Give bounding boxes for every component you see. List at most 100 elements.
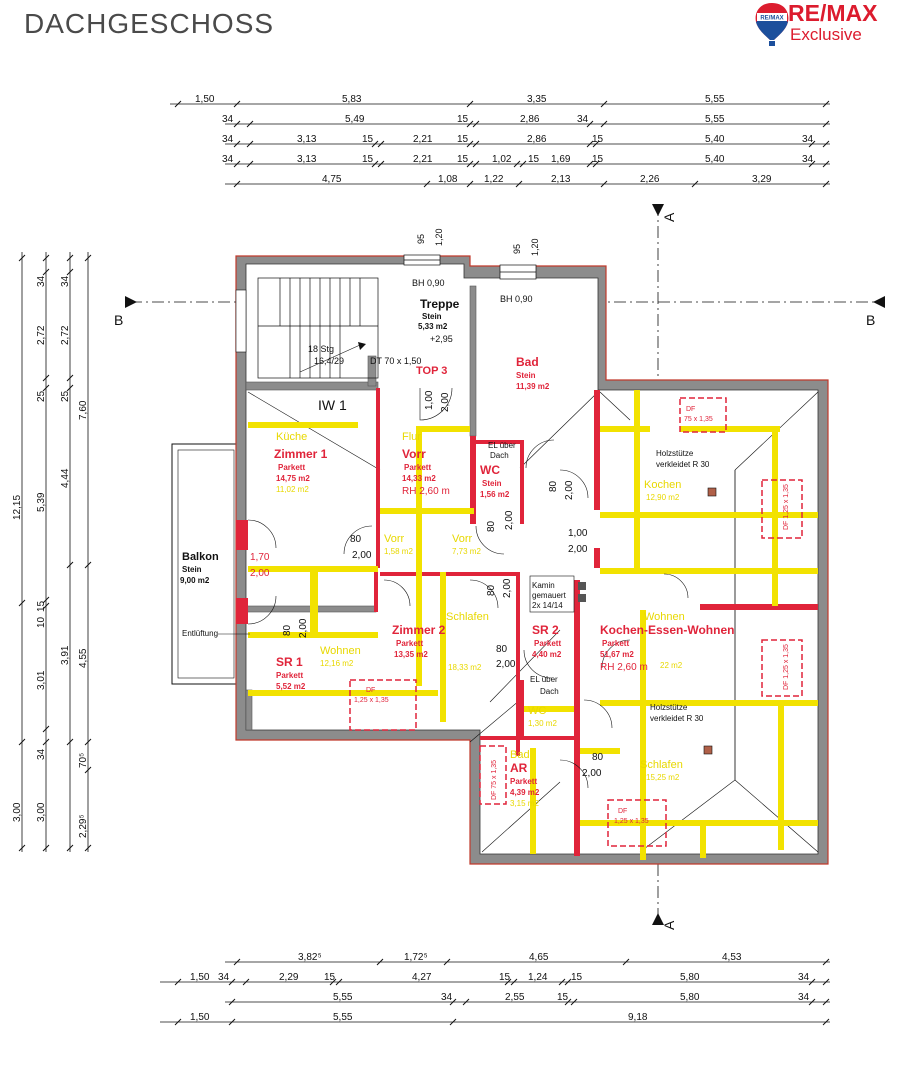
door-dim: 1,00 bbox=[568, 528, 588, 539]
dim-label: 15 bbox=[457, 114, 469, 125]
post-label: verkleidet R 30 bbox=[656, 460, 710, 469]
post-icon bbox=[703, 745, 713, 755]
dim-label: 2,86 bbox=[520, 114, 540, 125]
room-name-old: Vorr bbox=[452, 533, 473, 545]
stair-ratio: 16,4/29 bbox=[314, 356, 344, 366]
dim-label: 95 bbox=[512, 244, 522, 254]
dim-label: 1,08 bbox=[438, 174, 458, 185]
door-dim: 2,00 bbox=[440, 392, 451, 412]
dim-label: 3,01 bbox=[36, 670, 47, 690]
room-name-wc: WC bbox=[480, 463, 500, 477]
room-name-old: Küche bbox=[276, 431, 307, 443]
dim-label: 5,80 bbox=[680, 992, 700, 1003]
room-area: 4,40 m2 bbox=[532, 650, 562, 659]
dim-label: 5,40 bbox=[705, 134, 725, 145]
dim-label: 1,69 bbox=[551, 154, 571, 165]
door-dim: 80 bbox=[350, 534, 362, 545]
dim-label: 3,13 bbox=[297, 134, 317, 145]
section-marker-b-left: B bbox=[114, 312, 123, 328]
room-area: 9,00 m2 bbox=[180, 576, 210, 585]
kamin-label: gemauert bbox=[532, 591, 567, 600]
balcony bbox=[171, 443, 237, 685]
el-label: EL über bbox=[488, 441, 516, 450]
dim-label: 2,21 bbox=[413, 134, 433, 145]
remax-brand: RE/MAX bbox=[788, 0, 878, 26]
dim-label: 1,20 bbox=[434, 228, 444, 246]
el-label: Dach bbox=[540, 687, 559, 696]
dim-label: 15 bbox=[499, 972, 511, 983]
room-name-sr2: SR 2 bbox=[532, 623, 559, 637]
post-label: Holzstütze bbox=[656, 449, 694, 458]
room-area: 4,39 m2 bbox=[510, 788, 540, 797]
df-label: 1,25 x 1,35 bbox=[354, 697, 389, 704]
dim-label: 2,72 bbox=[60, 325, 71, 345]
dim-label: 3,13 bbox=[297, 154, 317, 165]
room-name-zimmer1: Zimmer 1 bbox=[274, 447, 328, 461]
dim-label: 34 bbox=[60, 275, 71, 287]
room-area-old: 1,58 m2 bbox=[384, 547, 413, 556]
room-name-old: WC bbox=[528, 705, 546, 717]
dim-label: 1,24 bbox=[528, 972, 548, 983]
remax-tagline: Exclusive bbox=[790, 25, 862, 44]
section-a-bottom-arrow-icon bbox=[652, 913, 664, 925]
dim-label: 5,83 bbox=[342, 94, 362, 105]
unit-label: TOP 3 bbox=[416, 365, 447, 377]
room-height: RH 2,60 m bbox=[402, 486, 450, 497]
df-label: 1,25 x 1,35 bbox=[614, 818, 649, 825]
dim-label: 2,29⁵ bbox=[78, 814, 89, 838]
room-name-old: Flur bbox=[402, 431, 421, 443]
dim-label: 1,50 bbox=[190, 972, 210, 983]
top-dimension-lines: 1,50 5,83 3,35 5,55 34 5,49 15 2,86 34 5… bbox=[170, 94, 830, 188]
dim-label: 34 bbox=[222, 134, 234, 145]
dim-label: 2,55 bbox=[505, 992, 525, 1003]
df-label: DF 1,25 x 1,35 bbox=[783, 484, 790, 530]
room-floor: Parkett bbox=[510, 777, 537, 786]
dim-label: 3,00 bbox=[12, 802, 23, 822]
room-area: 5,33 m2 bbox=[418, 322, 448, 331]
dim-label: 15 bbox=[362, 154, 374, 165]
room-name-old: Bad bbox=[510, 749, 530, 761]
dim-label: 4,44 bbox=[60, 468, 71, 488]
dim-label: 15 bbox=[457, 134, 469, 145]
room-area-old: 18,33 m2 bbox=[448, 663, 482, 672]
room-name-balkon: Balkon bbox=[182, 551, 219, 563]
door-dim: 2,00 bbox=[568, 544, 588, 555]
dim-label: 5,55 bbox=[333, 1012, 353, 1023]
vent-label: Entlüftung bbox=[182, 629, 218, 638]
page-title: DACHGESCHOSS bbox=[24, 8, 275, 39]
room-name-kew: Kochen-Essen-Wohnen bbox=[600, 623, 734, 637]
remax-logo: RE/MAX RE/MAX Exclusive bbox=[752, 0, 902, 48]
room-name-old: Schlafen bbox=[640, 759, 683, 771]
room-name-ar: AR bbox=[510, 761, 528, 775]
stair-window bbox=[235, 289, 247, 353]
staircase bbox=[257, 277, 379, 379]
dim-label: 15 bbox=[36, 600, 47, 612]
room-floor: Stein bbox=[516, 371, 536, 380]
room-name-old: Wohnen bbox=[320, 645, 361, 657]
room-name-bad: Bad bbox=[516, 355, 539, 369]
door-dim: 80 bbox=[282, 624, 293, 636]
dim-label: 2,21 bbox=[413, 154, 433, 165]
dim-label: 34 bbox=[802, 154, 814, 165]
stair-count: 18 Stg bbox=[308, 344, 334, 354]
room-area: 14,33 m2 bbox=[402, 474, 436, 483]
door-dim: 80 bbox=[548, 480, 559, 492]
dim-label: 3,82⁵ bbox=[298, 952, 322, 963]
dim-label: 9,18 bbox=[628, 1012, 648, 1023]
dim-label: 7,60 bbox=[78, 400, 89, 420]
dim-label: 1,50 bbox=[195, 94, 215, 105]
dim-label: 15 bbox=[592, 134, 604, 145]
dim-label: 95 bbox=[416, 234, 426, 244]
dim-label: 2,72 bbox=[36, 325, 47, 345]
room-name-old: Wohnen bbox=[644, 611, 685, 623]
post-label: Holzstütze bbox=[650, 703, 688, 712]
dim-label: 15 bbox=[592, 154, 604, 165]
door-dim: 2,00 bbox=[502, 578, 513, 598]
dim-label: 1,20 bbox=[530, 238, 540, 256]
post-label: verkleidet R 30 bbox=[650, 714, 704, 723]
room-area: 1,56 m2 bbox=[480, 490, 510, 499]
left-dimension-lines: 12,15 3,00 34 2,72 25 5,39 15 3,01 34 3,… bbox=[12, 252, 92, 852]
dim-label: 1,02 bbox=[492, 154, 512, 165]
section-marker-a-bottom: A bbox=[661, 920, 677, 930]
